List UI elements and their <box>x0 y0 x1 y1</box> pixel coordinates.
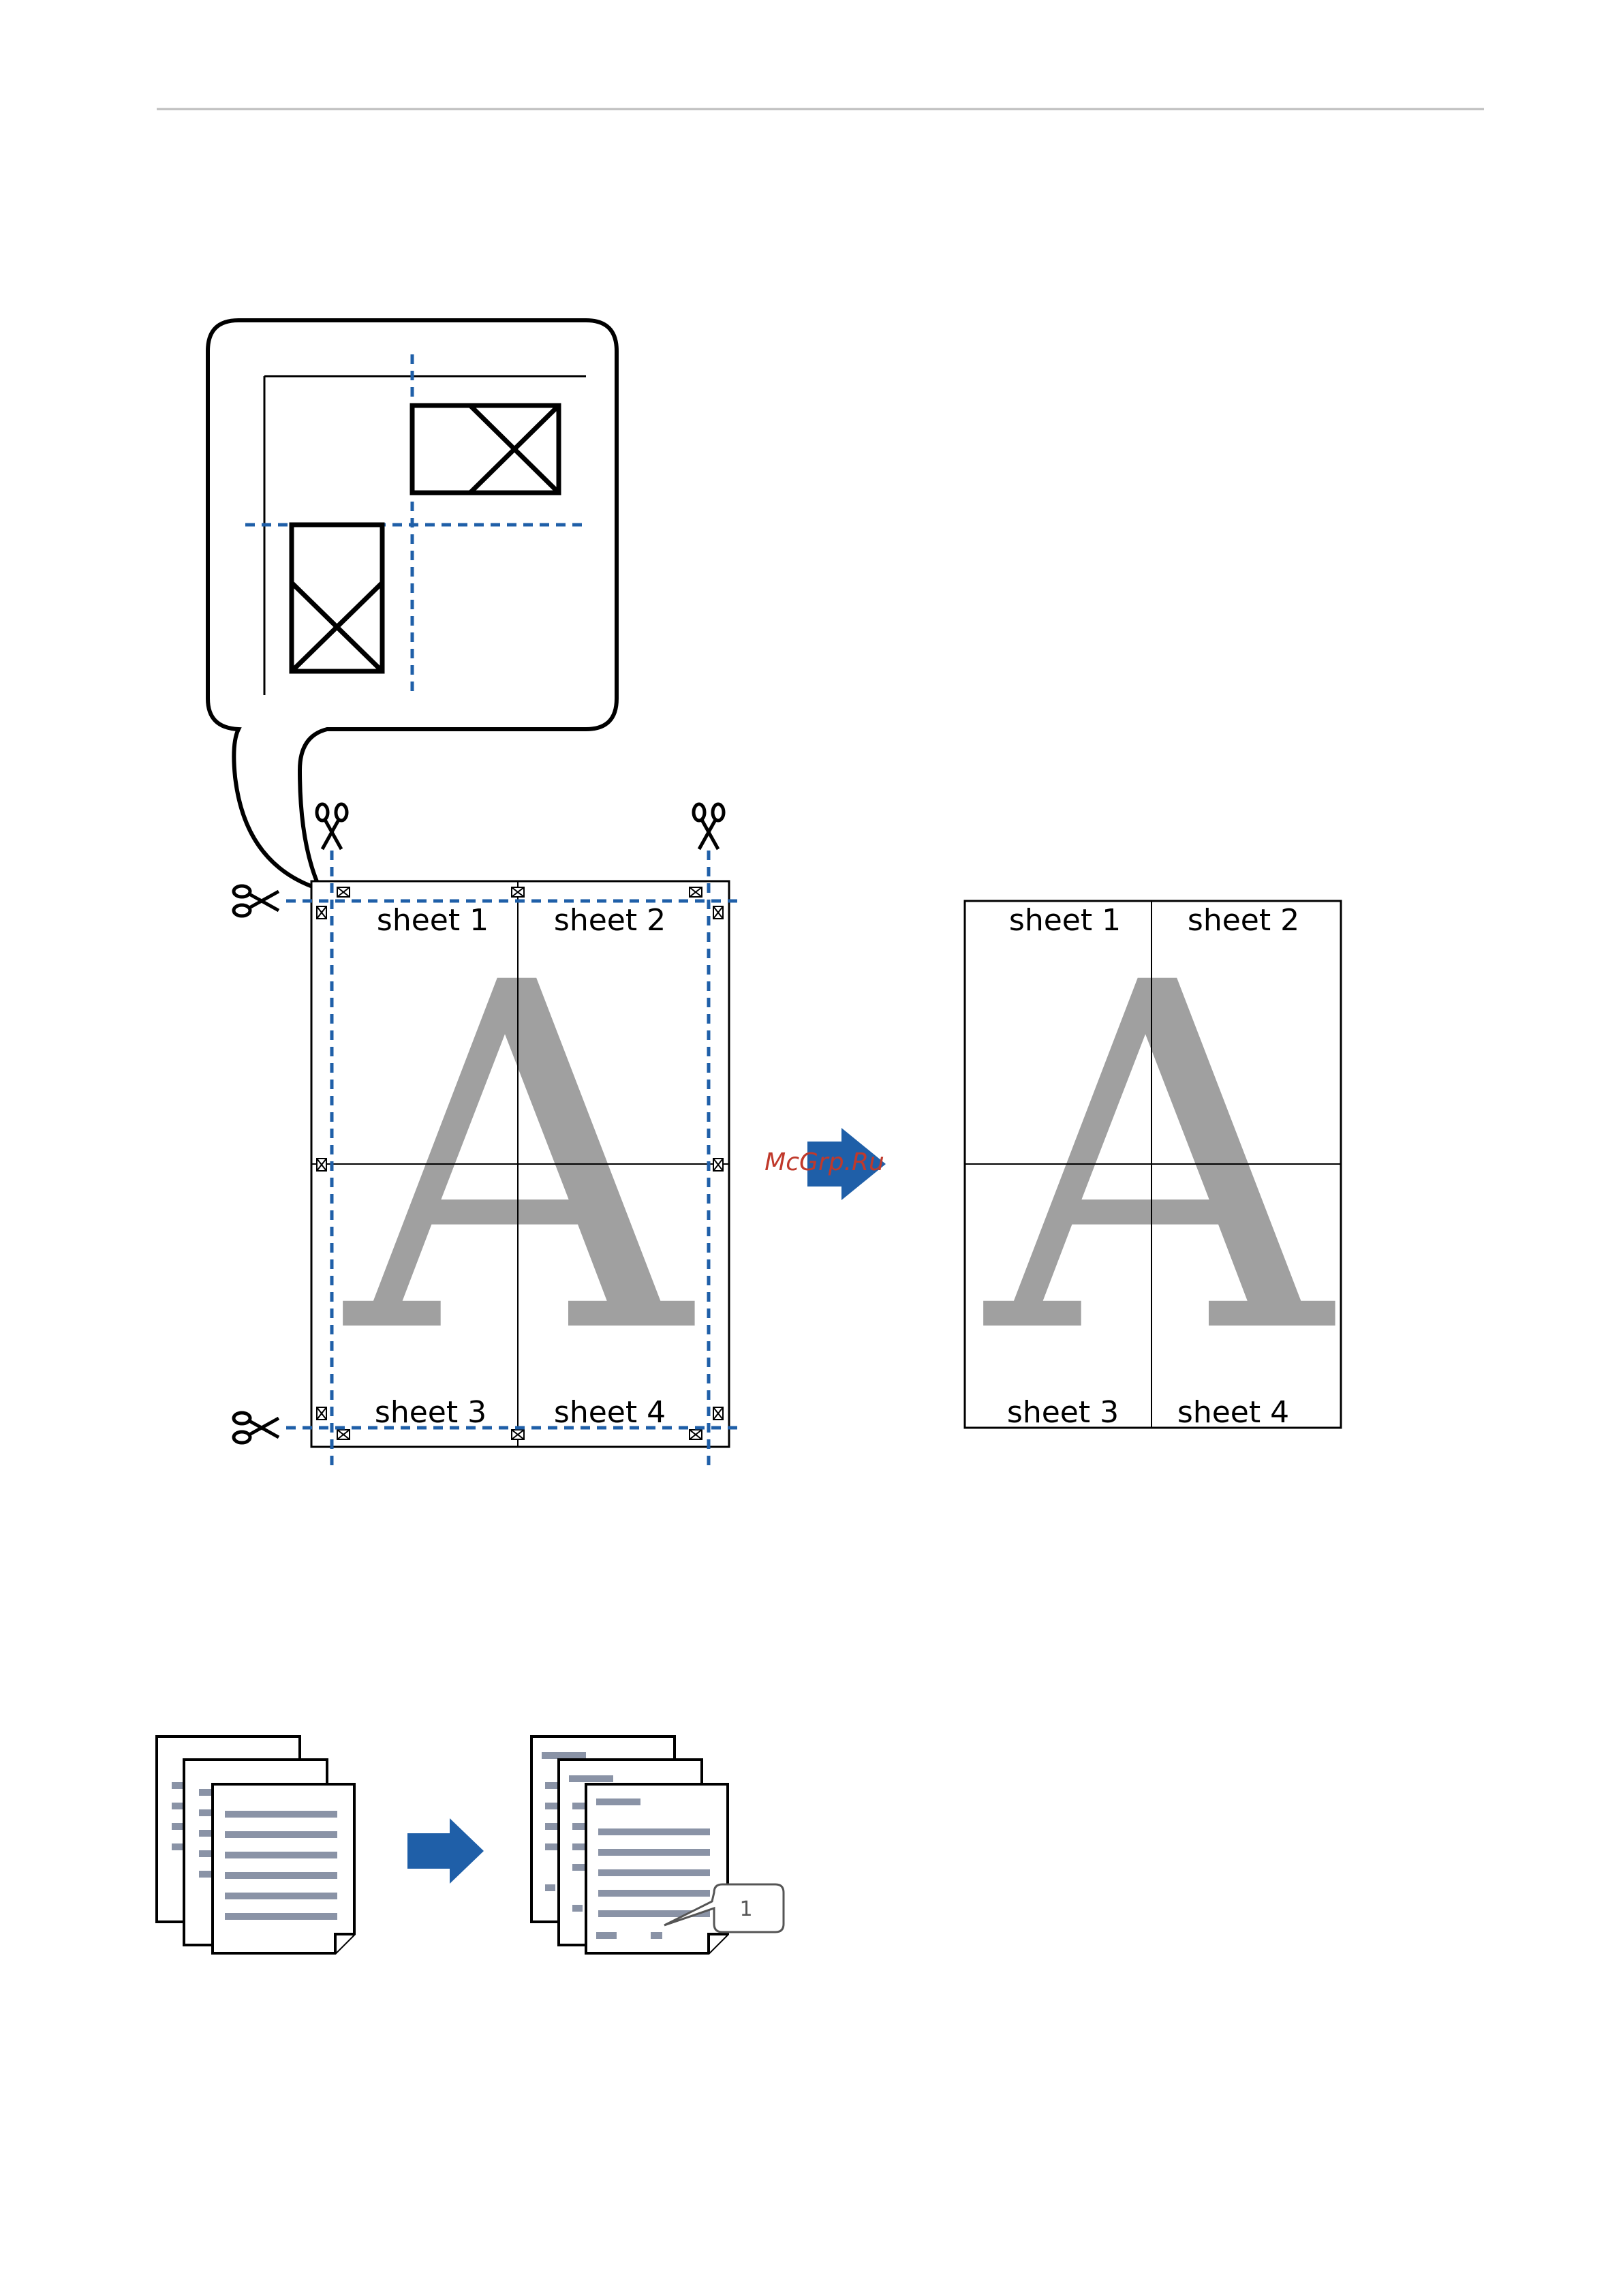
arrow-right-icon <box>407 1818 484 1884</box>
document-stack-icon <box>157 1736 354 1953</box>
page-number: 1 <box>739 1897 752 1921</box>
numbered-document-stack-icon <box>531 1736 728 1953</box>
